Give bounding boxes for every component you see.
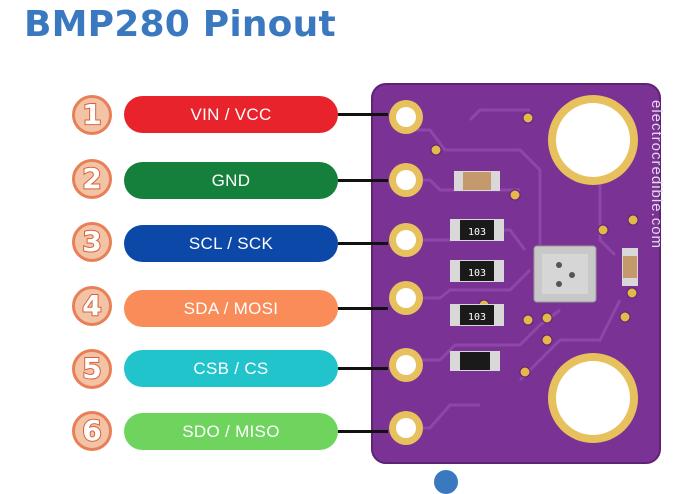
- pcb-vias: [430, 112, 639, 378]
- pin-label-vin-vcc: VIN / VCC: [124, 96, 338, 133]
- pin-number-1-badge: 1: [72, 95, 112, 135]
- capacitor-right: [622, 248, 638, 286]
- resistor-3-label: 103: [468, 312, 486, 323]
- pin-label-sda-mosi: SDA / MOSI: [124, 290, 338, 327]
- pin-number-3: 3: [81, 225, 103, 258]
- connector-line-5: [338, 367, 388, 370]
- pin-number-4-badge: 4: [72, 286, 112, 326]
- pin-number-4: 4: [81, 289, 103, 322]
- connector-line-3: [338, 242, 388, 245]
- pin-number-5: 5: [81, 352, 103, 385]
- pin-number-6: 6: [81, 414, 103, 447]
- bmp280-sensor-chip: [533, 245, 597, 303]
- resistor-3: 103: [450, 304, 504, 326]
- decorative-circle: [434, 470, 458, 494]
- connector-line-2: [338, 179, 388, 182]
- resistor-1-label: 103: [468, 227, 486, 238]
- pin-number-2: 2: [81, 162, 103, 195]
- pin-label-scl-sck: SCL / SCK: [124, 225, 338, 262]
- connector-line-6: [338, 430, 388, 433]
- bmp280-board-illustration: 103 103 103 electrocredible.com: [371, 83, 665, 464]
- pin-number-5-badge: 5: [72, 349, 112, 389]
- resistor-2-label: 103: [468, 268, 486, 279]
- pin-number-3-badge: 3: [72, 222, 112, 262]
- pin-label-gnd: GND: [124, 162, 338, 199]
- connector-line-1: [338, 113, 388, 116]
- resistor-1: 103: [450, 219, 504, 241]
- pin-label-sdo-miso: SDO / MISO: [124, 413, 338, 450]
- resistor-2: 103: [450, 260, 504, 282]
- pin-number-1: 1: [81, 98, 103, 131]
- mounting-holes: [548, 95, 638, 443]
- capacitor-top: [454, 171, 500, 191]
- pin-number-2-badge: 2: [72, 159, 112, 199]
- pin-label-csb-cs: CSB / CS: [124, 350, 338, 387]
- page-title: BMP280 Pinout: [24, 4, 336, 45]
- pin-number-6-badge: 6: [72, 411, 112, 451]
- resistor-4: [450, 351, 500, 371]
- pin-pads: [389, 100, 423, 445]
- connector-line-4: [338, 307, 388, 310]
- watermark-text: electrocredible.com: [648, 100, 665, 249]
